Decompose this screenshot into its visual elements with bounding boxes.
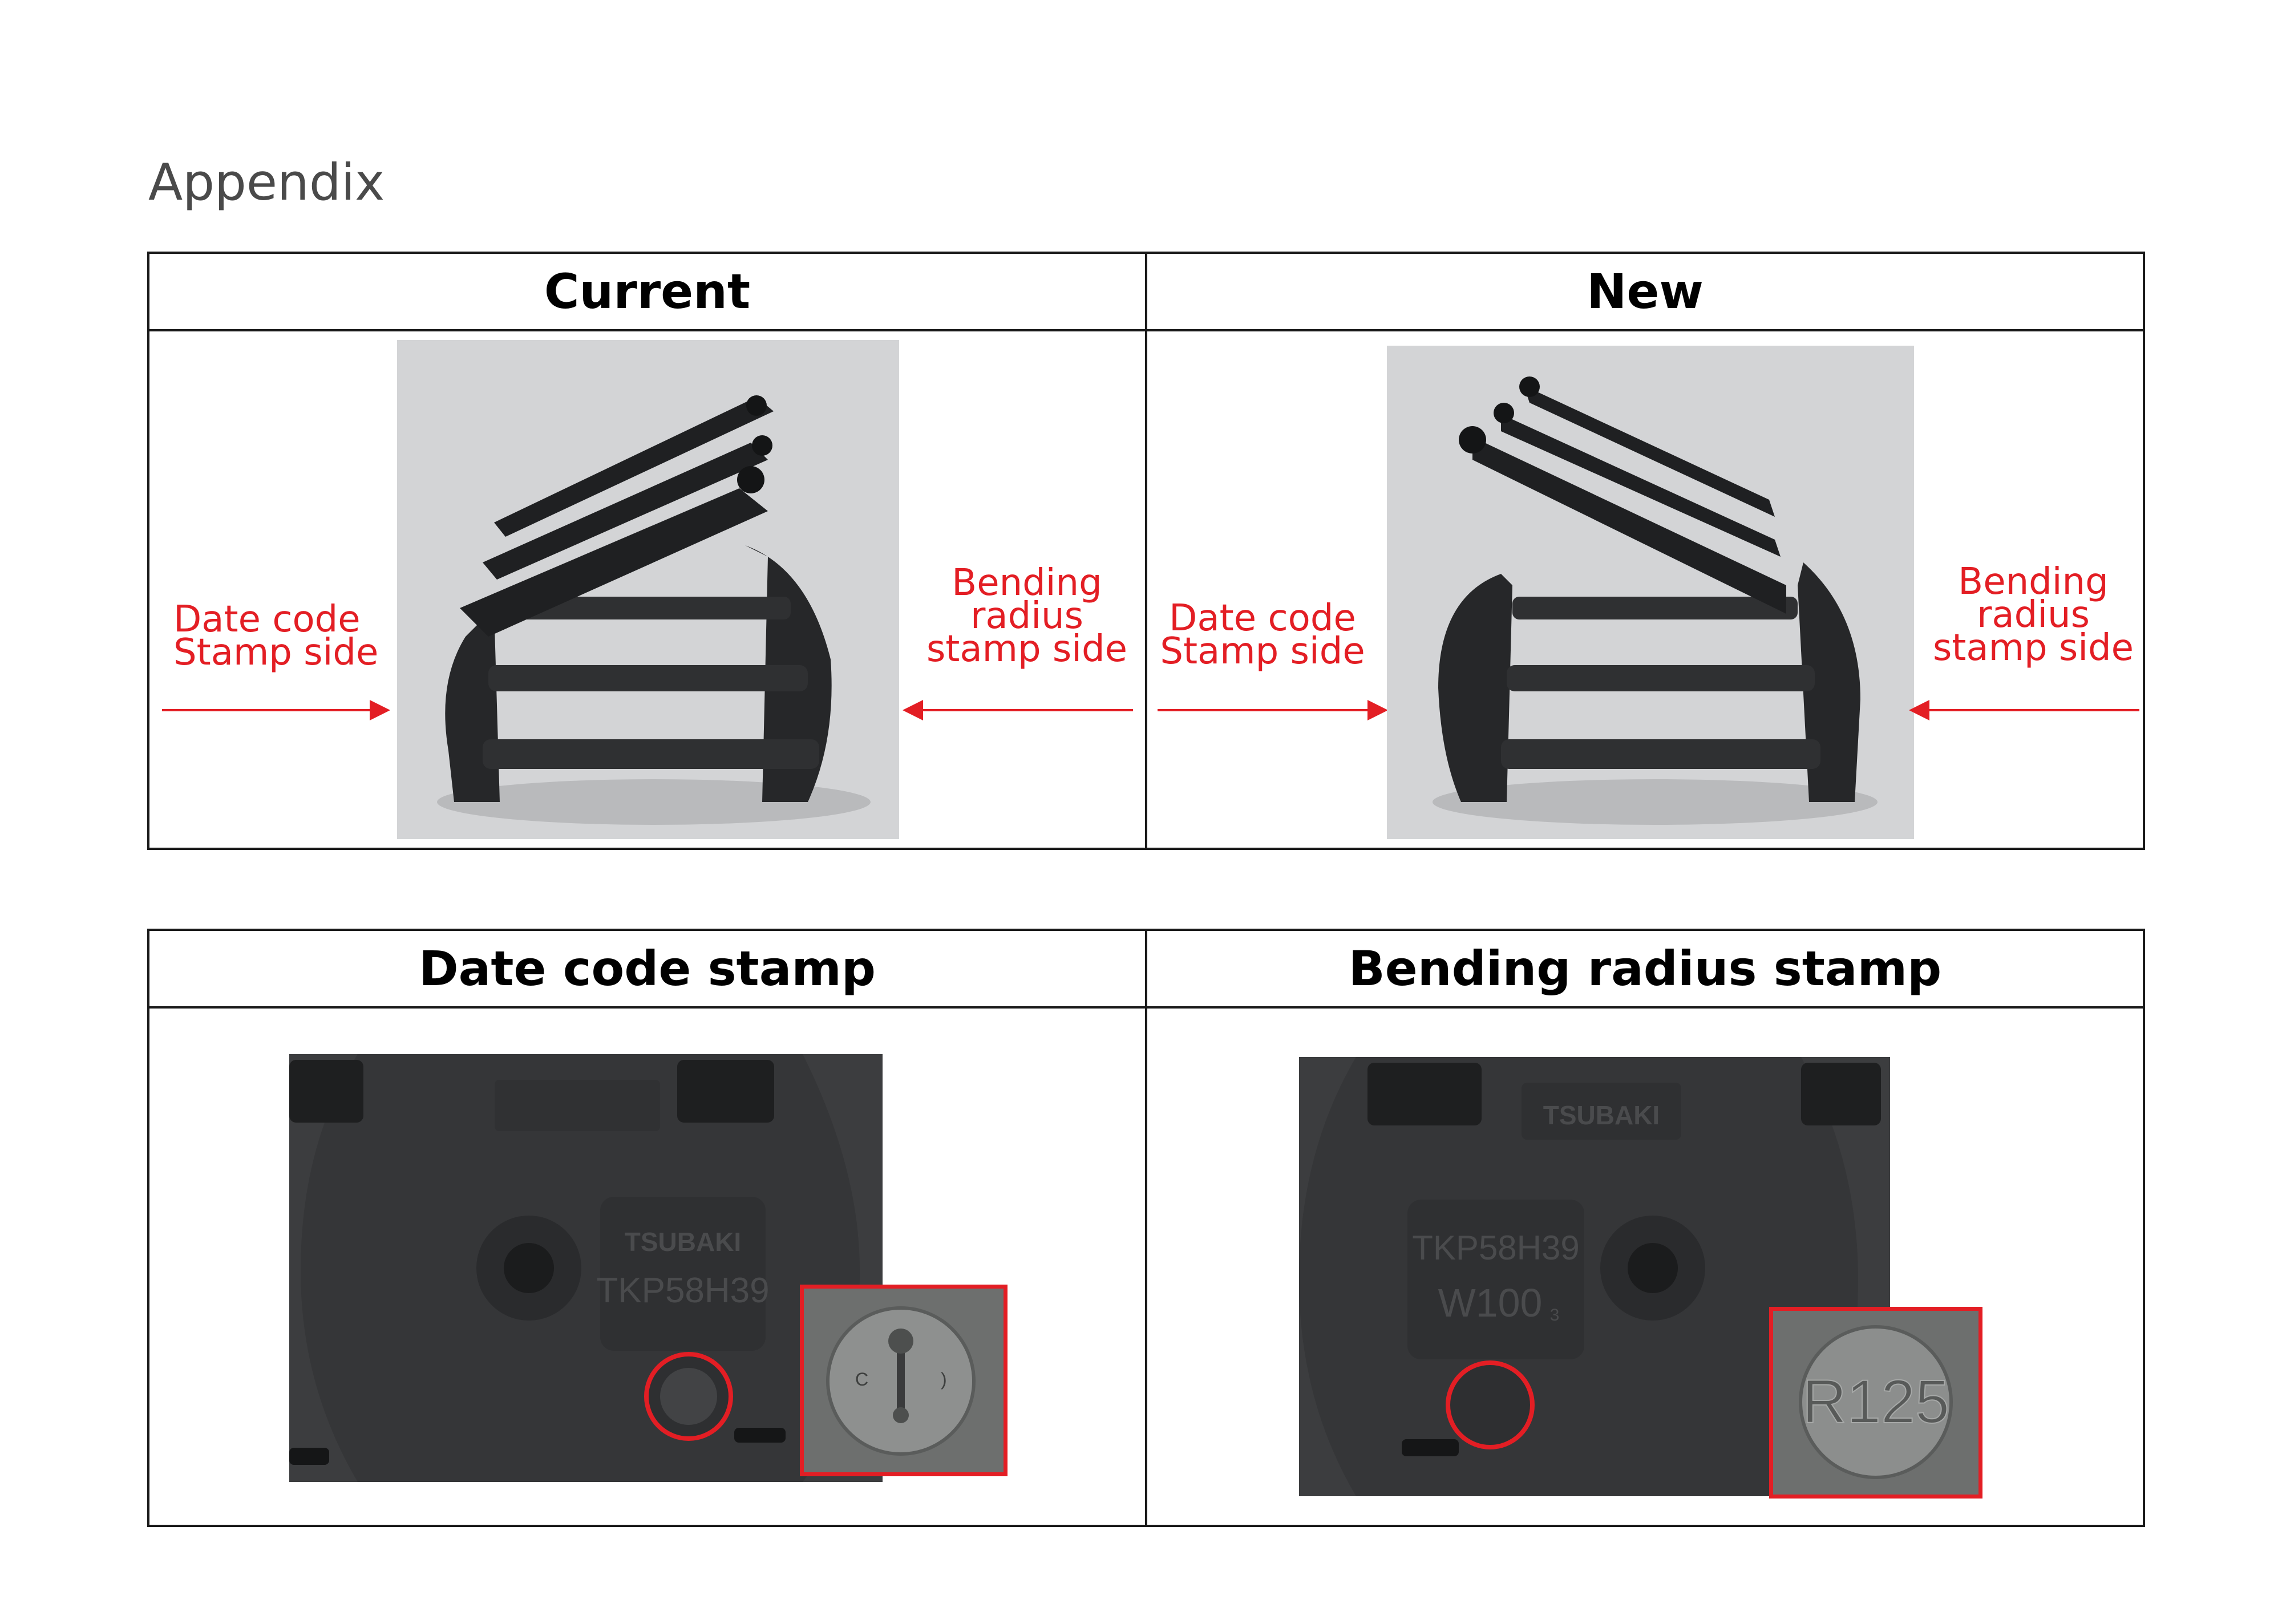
brand-text-date: TSUBAKI bbox=[625, 1227, 741, 1257]
date-code-label: Date code Stamp side bbox=[173, 598, 379, 674]
bending-label-line3: stamp side bbox=[926, 628, 1128, 670]
model-text-bending: TKP58H39 bbox=[1412, 1229, 1580, 1267]
header-date-code-stamp: Date code stamp bbox=[147, 929, 1147, 1009]
radius-text: R125 bbox=[1802, 1367, 1949, 1436]
date-code-stamp-cell: TSUBAKI TKP58H39 C bbox=[147, 1006, 1147, 1527]
bending-radius-label-new: Bending radius stamp side bbox=[1928, 561, 2139, 669]
left-arrow bbox=[903, 700, 1133, 720]
page-title: Appendix bbox=[148, 153, 385, 212]
bending-radius-stamp-cell: TSUBAKI TKP58H39 W100 3 bbox=[1145, 1006, 2145, 1527]
bending-label-line1: Bending bbox=[952, 562, 1102, 604]
new-cell: Date code Stamp side bbox=[1145, 329, 2145, 850]
svg-text:): ) bbox=[941, 1369, 947, 1390]
date-code-label-line1: Date code bbox=[173, 598, 361, 641]
date-code-label-new-line2: Stamp side bbox=[1160, 630, 1365, 673]
new-chain-photo bbox=[1387, 346, 1914, 839]
date-code-label-new: Date code Stamp side bbox=[1160, 597, 1365, 673]
current-chain-photo bbox=[397, 340, 899, 839]
bending-label-new-line2: radius bbox=[1977, 594, 2090, 636]
width-sub-text: 3 bbox=[1550, 1306, 1560, 1325]
comparison-table: Current New Date code Stamp side bbox=[147, 252, 2145, 850]
date-code-label-line2: Stamp side bbox=[173, 631, 379, 674]
current-cell: Date code Stamp side bbox=[147, 329, 1147, 850]
right-arrow-new bbox=[1158, 700, 1388, 720]
width-code-text: W100 bbox=[1438, 1281, 1543, 1325]
header-new: New bbox=[1145, 252, 2145, 331]
bending-radius-zoom-inset: R125 bbox=[1769, 1307, 1982, 1499]
bending-label-new-line3: stamp side bbox=[1932, 627, 2134, 669]
date-code-zoom-inset: C ) bbox=[800, 1285, 1008, 1476]
svg-text:C: C bbox=[855, 1369, 868, 1390]
bending-label-line2: radius bbox=[970, 595, 1083, 637]
stamps-table: Date code stamp Bending radius stamp TSU… bbox=[147, 929, 2145, 1527]
bending-radius-part-photo: TSUBAKI TKP58H39 W100 3 bbox=[1299, 1057, 1890, 1496]
right-arrow bbox=[162, 700, 390, 720]
header-current: Current bbox=[147, 252, 1147, 331]
date-code-label-new-line1: Date code bbox=[1169, 597, 1356, 639]
bending-label-new-line1: Bending bbox=[1958, 561, 2109, 603]
brand-text-bending: TSUBAKI bbox=[1543, 1100, 1660, 1130]
date-code-part-photo: TSUBAKI TKP58H39 bbox=[289, 1054, 883, 1482]
header-bending-radius-stamp: Bending radius stamp bbox=[1145, 929, 2145, 1009]
model-text-date: TKP58H39 bbox=[596, 1271, 769, 1310]
bending-radius-label: Bending radius stamp side bbox=[907, 562, 1147, 670]
left-arrow-new bbox=[1909, 700, 2139, 720]
